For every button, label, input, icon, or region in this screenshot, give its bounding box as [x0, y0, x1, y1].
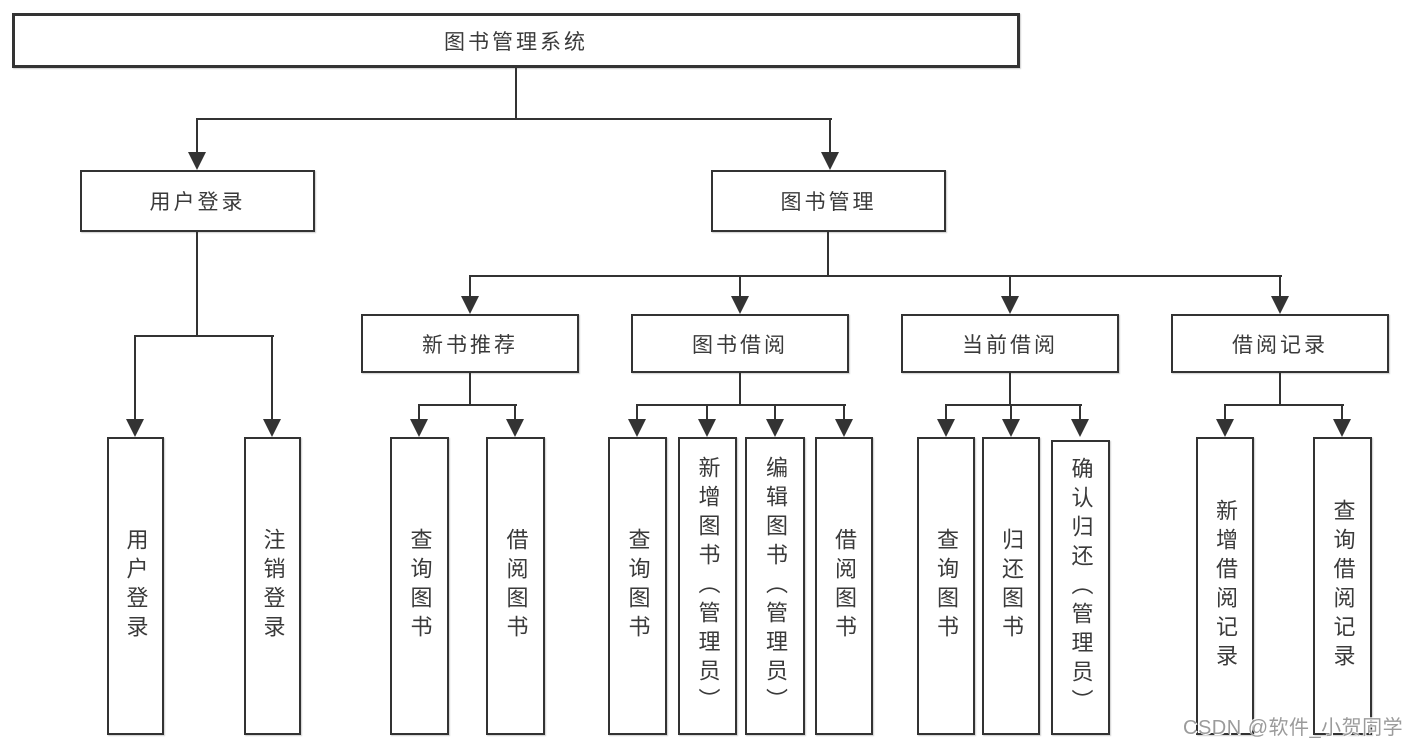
- node-label: 确认归还（管理员）: [1068, 457, 1094, 718]
- node-label: 查询图书: [625, 528, 651, 644]
- line: [706, 404, 708, 421]
- arrow-down-icon: [263, 419, 281, 437]
- arrow-down-icon: [766, 419, 784, 437]
- line: [196, 232, 198, 337]
- line: [196, 118, 832, 120]
- line: [514, 404, 516, 421]
- node-label: 用户登录: [149, 191, 246, 214]
- node-label: 图书借阅: [692, 333, 788, 357]
- line: [469, 373, 471, 406]
- node-leaf-user-login: 用户登录: [107, 437, 164, 735]
- node-label: 查询借阅记录: [1330, 499, 1356, 673]
- arrow-down-icon: [835, 419, 853, 437]
- node-leaf-edit-book-admin: 编辑图书（管理员）: [745, 437, 805, 735]
- arrow-down-icon: [698, 419, 716, 437]
- node-current-borrow: 当前借阅: [901, 314, 1119, 373]
- line: [1224, 404, 1226, 421]
- arrow-down-icon: [410, 419, 428, 437]
- node-leaf-confirm-return-admin: 确认归还（管理员）: [1051, 440, 1110, 735]
- line: [843, 404, 845, 421]
- node-label: 注销登录: [260, 528, 286, 644]
- line: [945, 404, 947, 421]
- node-leaf-borrow-book-1: 借阅图书: [486, 437, 545, 735]
- node-leaf-query-book-1: 查询图书: [390, 437, 449, 735]
- node-leaf-borrow-book-2: 借阅图书: [815, 437, 873, 735]
- line: [515, 66, 517, 120]
- line: [827, 232, 829, 277]
- node-leaf-add-borrow-record: 新增借阅记录: [1196, 437, 1254, 735]
- node-label: 用户登录: [123, 528, 149, 644]
- node-label: 归还图书: [999, 528, 1024, 644]
- arrow-down-icon: [188, 152, 206, 170]
- node-label: 新书推荐: [422, 333, 518, 357]
- arrow-down-icon: [461, 296, 479, 314]
- node-label: 当前借阅: [962, 333, 1058, 357]
- arrow-down-icon: [1002, 419, 1020, 437]
- arrow-down-icon: [1271, 296, 1289, 314]
- node-book-borrow: 图书借阅: [631, 314, 849, 373]
- node-label: 查询图书: [934, 528, 959, 644]
- node-label: 借阅记录: [1232, 333, 1328, 357]
- watermark: CSDN @软件_小贺同学: [1183, 717, 1404, 739]
- arrow-down-icon: [1071, 419, 1089, 437]
- arrow-down-icon: [1333, 419, 1351, 437]
- node-leaf-query-book-3: 查询图书: [917, 437, 975, 735]
- node-leaf-return-book: 归还图书: [982, 437, 1040, 735]
- line: [271, 335, 273, 421]
- node-label: 新增图书（管理员）: [695, 455, 721, 717]
- line: [774, 404, 776, 421]
- line: [636, 404, 846, 406]
- line: [1009, 373, 1011, 406]
- line: [196, 118, 198, 154]
- line: [134, 335, 136, 421]
- line: [1279, 275, 1281, 299]
- line: [1010, 404, 1012, 421]
- line: [739, 373, 741, 406]
- arrow-down-icon: [506, 419, 524, 437]
- node-book-management: 图书管理: [711, 170, 946, 232]
- line: [418, 404, 420, 421]
- arrow-down-icon: [628, 419, 646, 437]
- arrow-down-icon: [1216, 419, 1234, 437]
- node-leaf-query-borrow-record: 查询借阅记录: [1313, 437, 1372, 735]
- line: [418, 404, 517, 406]
- node-root: 图书管理系统: [12, 13, 1020, 68]
- line: [636, 404, 638, 421]
- line: [1079, 404, 1081, 421]
- node-label: 借阅图书: [832, 528, 857, 644]
- line: [469, 275, 1282, 277]
- arrow-down-icon: [1001, 296, 1019, 314]
- line: [1341, 404, 1343, 421]
- arrow-down-icon: [821, 152, 839, 170]
- arrow-down-icon: [937, 419, 955, 437]
- node-new-book-recommend: 新书推荐: [361, 314, 579, 373]
- line: [469, 275, 471, 299]
- node-user-login: 用户登录: [80, 170, 315, 232]
- line: [134, 335, 274, 337]
- node-leaf-query-book-2: 查询图书: [608, 437, 667, 735]
- line: [945, 404, 1082, 406]
- node-label: 编辑图书（管理员）: [763, 455, 788, 717]
- line: [1279, 373, 1281, 406]
- node-leaf-add-book-admin: 新增图书（管理员）: [678, 437, 737, 735]
- arrow-down-icon: [126, 419, 144, 437]
- node-label: 查询图书: [407, 528, 433, 644]
- node-label: 新增借阅记录: [1213, 499, 1238, 673]
- line: [829, 118, 831, 154]
- line: [1009, 275, 1011, 299]
- node-label: 图书管理系统: [444, 30, 588, 54]
- line: [1224, 404, 1344, 406]
- node-borrow-record: 借阅记录: [1171, 314, 1389, 373]
- node-label: 图书管理: [780, 191, 877, 214]
- arrow-down-icon: [731, 296, 749, 314]
- node-label: 借阅图书: [503, 528, 529, 644]
- line: [739, 275, 741, 299]
- node-leaf-logout: 注销登录: [244, 437, 301, 735]
